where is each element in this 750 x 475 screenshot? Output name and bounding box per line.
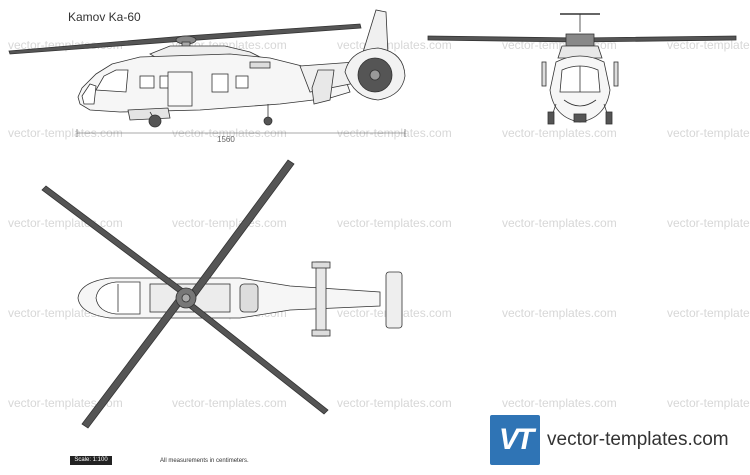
side-cockpit-window [95,69,129,93]
side-main-gear-wheel [148,114,162,128]
side-sponson [127,107,171,121]
watermark-text: vector-templates.com [172,396,287,410]
watermark-text: vector-templates.com [667,126,750,140]
watermark-text: vector-templates.com [8,396,123,410]
watermark-text: vector-templates.com [172,216,287,230]
vt-logo-icon: VT [490,415,540,465]
side-cabin-window [139,75,155,89]
front-wheel-right [605,111,613,125]
front-chin [563,99,597,107]
watermark-text: vector-templates.com [502,396,617,410]
drawing-title: Kamov Ka-60 [68,10,141,24]
side-fenestron-hub [369,69,381,81]
front-engine-fairing [557,45,603,59]
side-exhaust [249,61,271,69]
length-dimension-label: 1560 [217,135,235,144]
front-rotor-hub [565,33,595,47]
side-nose-gear-wheel [263,116,273,126]
watermark-text: vector-templates.com [502,306,617,320]
side-cabin-window [211,73,229,93]
watermark-text: vector-templates.com [667,216,750,230]
top-horizontal-stabilizer [315,261,327,337]
front-stabilizer-right [613,61,619,87]
front-stabilizer-left [541,61,547,87]
watermark-text: vector-templates.com [337,216,452,230]
watermark-text: vector-templates.com [502,216,617,230]
front-view [427,13,737,125]
side-cabin-window [235,75,249,89]
top-exhaust [239,283,259,313]
front-nose-wheel [573,113,587,123]
scale-badge: Scale: 1:100 [70,456,112,465]
front-wheel-left [547,111,555,125]
watermark-text: vector-templates.com [667,38,750,52]
measurement-note: All measurements in centimeters. [160,458,249,464]
side-cockpit-window-front [81,83,97,105]
logo-text[interactable]: vector-templates.com [547,429,729,450]
side-horizontal-stabilizer [311,69,335,105]
watermark-text: vector-templates.com [502,126,617,140]
watermark-text: vector-templates.com [337,396,452,410]
watermark-row: vector-templates.com vector-templates.co… [0,396,750,410]
watermark-text: vector-templates.com [8,126,123,140]
watermark-text: vector-templates.com [667,396,750,410]
side-cabin-door [167,71,193,107]
top-tail-fin [385,271,403,329]
side-view [8,9,406,137]
top-view [41,159,403,429]
watermark-text: vector-templates.com [667,306,750,320]
